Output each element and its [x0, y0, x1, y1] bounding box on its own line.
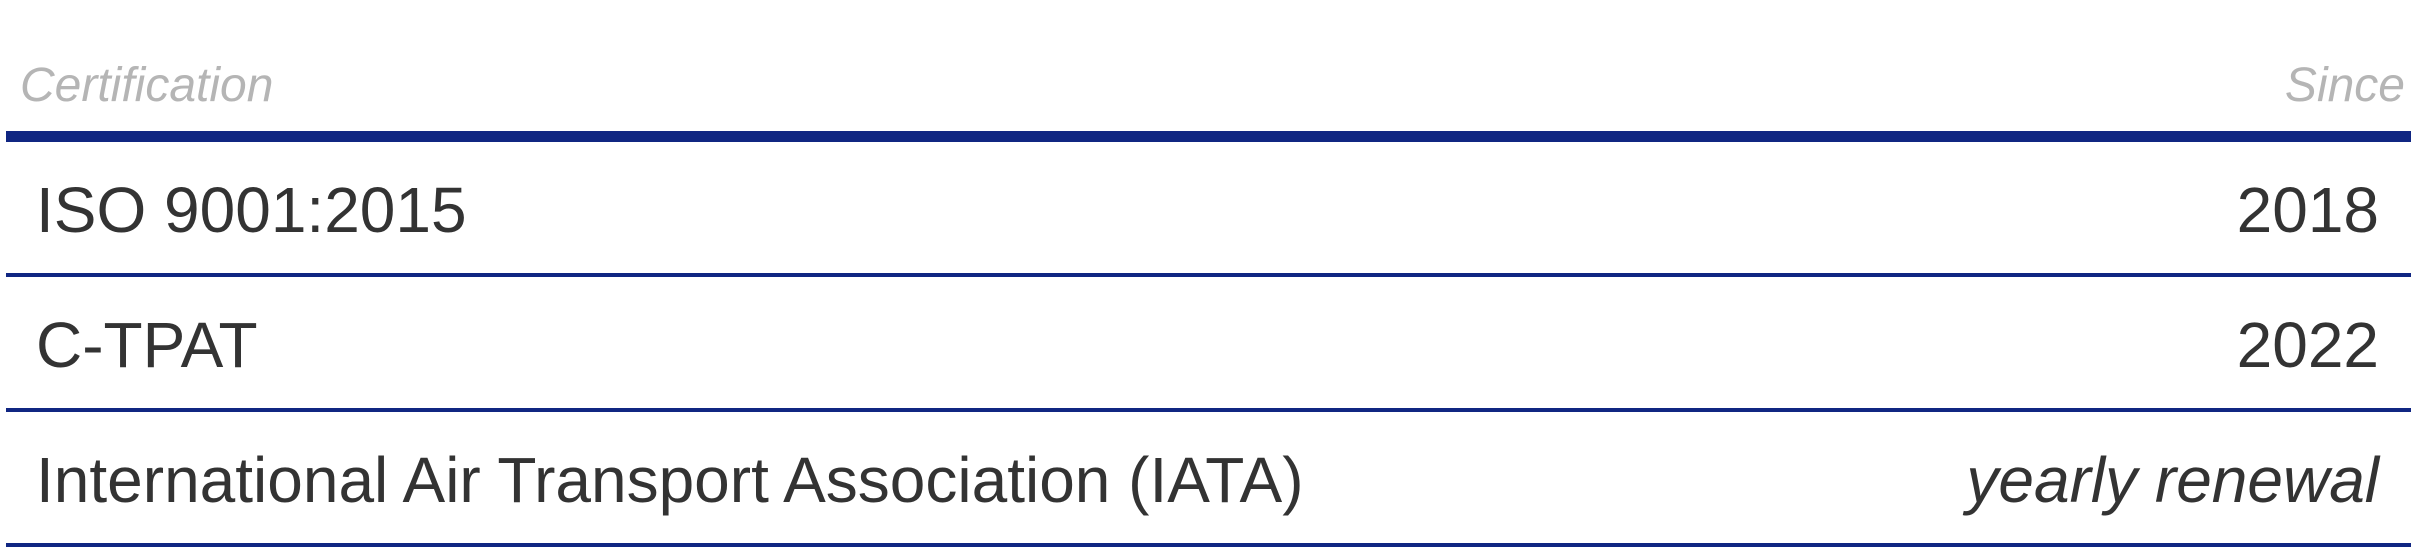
table-header: Certification Since: [6, 0, 2411, 142]
certification-since: 2018: [2236, 174, 2379, 246]
certification-name: C-TPAT: [36, 309, 258, 381]
certifications-table: Certification Since ISO 9001:2015 2018 C…: [6, 0, 2411, 547]
header-certification: Certification: [20, 59, 274, 112]
table-row: C-TPAT 2022: [6, 277, 2411, 412]
table-row: International Air Transport Association …: [6, 412, 2411, 547]
certification-since: 2022: [2236, 309, 2379, 381]
table-row: ISO 9001:2015 2018: [6, 142, 2411, 277]
certification-name: International Air Transport Association …: [36, 444, 1304, 516]
certification-since: yearly renewal: [1966, 444, 2379, 516]
header-since: Since: [2284, 59, 2405, 112]
certification-name: ISO 9001:2015: [36, 174, 467, 246]
